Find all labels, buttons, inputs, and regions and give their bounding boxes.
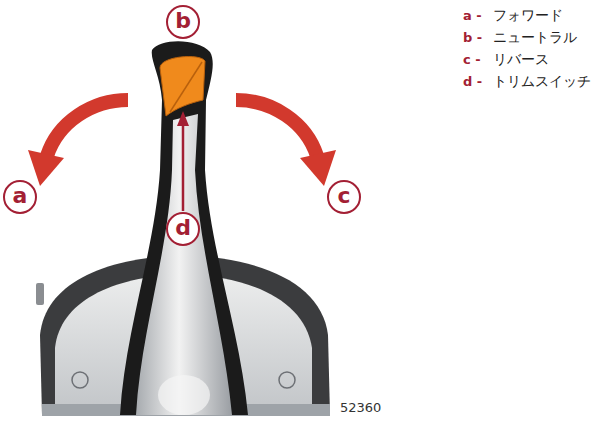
callout-letter: a xyxy=(13,185,28,207)
legend-text: フォワード xyxy=(493,7,563,24)
callout-letter: c xyxy=(337,185,350,207)
forward-arrow xyxy=(47,100,128,156)
legend-key: d - xyxy=(463,74,482,89)
side-button xyxy=(36,283,44,305)
legend-key: d - xyxy=(463,74,482,90)
legend-text: リバース xyxy=(493,51,549,67)
trim-switch xyxy=(160,57,205,116)
legend-key: b - xyxy=(463,30,482,45)
legend-key: a - xyxy=(463,8,482,24)
lever-highlight xyxy=(158,375,210,415)
figure-number: 52360 xyxy=(340,400,381,416)
callout-circle: c xyxy=(327,180,361,214)
screw xyxy=(72,372,88,388)
legend-text: ニュートラル xyxy=(493,29,577,45)
callout-letter: b xyxy=(175,10,191,32)
legend-text: トリムスイッチ xyxy=(493,73,591,90)
leader-line xyxy=(182,124,185,211)
callout-circle: b xyxy=(166,5,200,39)
legend-text: フォワード xyxy=(493,7,563,23)
legend-key: c - xyxy=(463,52,481,68)
legend-text: リバース xyxy=(493,51,549,68)
reverse-arrow xyxy=(236,100,317,156)
callout-circle: d xyxy=(166,212,200,246)
figure-number: 52360 xyxy=(340,400,381,415)
callout-letter: d xyxy=(175,217,191,239)
legend-key: a - xyxy=(463,8,482,23)
reverse-arrowhead xyxy=(300,150,336,186)
forward-arrowhead xyxy=(28,150,64,186)
legend-text: ニュートラル xyxy=(493,29,577,46)
screw xyxy=(279,372,295,388)
lever-face xyxy=(136,114,232,415)
trim-switch-split xyxy=(170,62,202,112)
legend-text: トリムスイッチ xyxy=(493,73,591,89)
leader-arrowhead xyxy=(177,111,189,126)
legend-key: c - xyxy=(463,52,481,67)
callout-circle: a xyxy=(3,180,37,214)
lever xyxy=(120,41,248,415)
legend-key: b - xyxy=(463,30,482,46)
